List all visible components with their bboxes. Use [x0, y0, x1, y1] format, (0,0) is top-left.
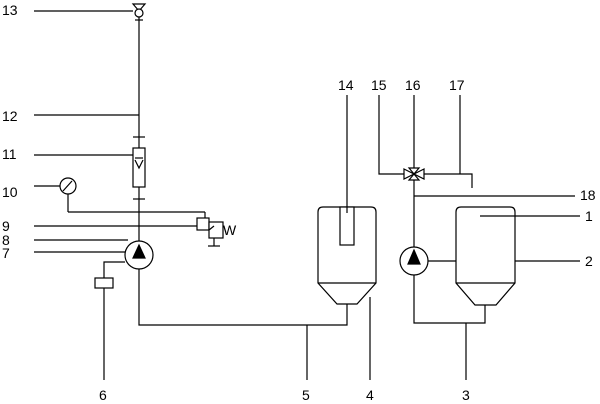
label-13: 13 [2, 2, 18, 18]
suction-pipe-5 [138, 269, 348, 326]
flow-meter-11 [132, 147, 146, 188]
label-1: 1 [585, 208, 593, 224]
label-2: 2 [585, 253, 593, 269]
three-way-valve-16 [403, 167, 425, 181]
label-10: 10 [2, 184, 18, 200]
label-8: 8 [2, 232, 10, 248]
label-5: 5 [302, 387, 310, 403]
immersion-tube-14 [339, 95, 355, 246]
pressure-gauge-10 [59, 177, 206, 218]
label-3: 3 [462, 387, 470, 403]
label-18: 18 [580, 187, 596, 203]
motor-6 [94, 261, 125, 380]
label-4: 4 [366, 387, 374, 403]
label-9: 9 [2, 218, 10, 234]
check-valve-13 [131, 3, 147, 21]
header-line-17 [424, 173, 473, 188]
label-14: 14 [338, 77, 354, 93]
pump-2 [399, 246, 429, 276]
label-11: 11 [2, 146, 17, 162]
tank-1 [455, 206, 516, 306]
main-pump [124, 240, 154, 270]
suction-pipe-3 [413, 275, 486, 324]
label-17: 17 [449, 77, 465, 93]
label-12: 12 [2, 108, 18, 124]
label-15: 15 [371, 77, 387, 93]
header-line-15 [378, 95, 404, 175]
tank-4 [317, 206, 377, 305]
label-16: 16 [405, 77, 421, 93]
label-6: 6 [99, 387, 107, 403]
valve-letter: W [223, 222, 237, 238]
label-7: 7 [2, 245, 10, 261]
control-valve-9 [139, 217, 224, 247]
